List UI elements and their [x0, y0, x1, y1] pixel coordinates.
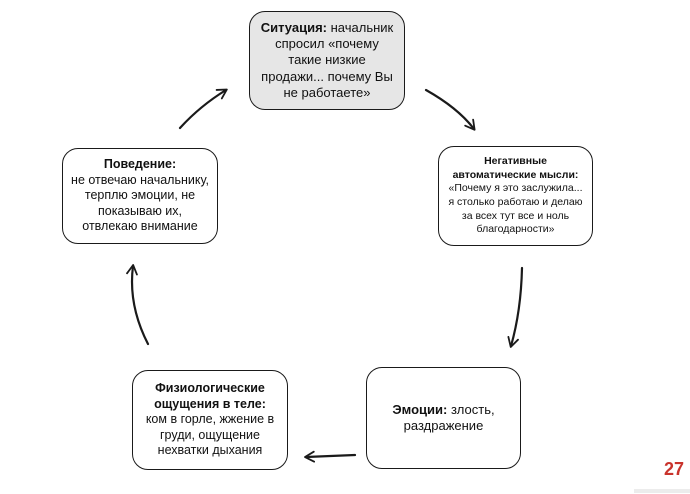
behavior-text: не отвечаю начальнику, терплю эмоции, не…: [71, 172, 209, 234]
footer-rule: [634, 489, 690, 493]
arrow-behavior-to-situation: [178, 88, 228, 130]
page-number: 27: [663, 459, 684, 479]
negative-thoughts-node: Негативные автоматические мысли:«Почему …: [438, 146, 593, 246]
behavior-node: Поведение:не отвечаю начальнику, терплю …: [62, 148, 218, 244]
emotions-node: Эмоции: злость, раздражение: [366, 367, 521, 469]
emotions-title: Эмоции:: [392, 401, 448, 417]
physiology-text: ком в горле, жжение в груди, ощущение не…: [145, 412, 275, 458]
physiology-title: Физиологические ощущения в теле:: [154, 380, 266, 411]
situation-title: Ситуация:: [260, 19, 327, 35]
physiology-node: Физиологические ощущения в теле:ком в го…: [132, 370, 288, 470]
arrow-emotions-to-physiology: [304, 450, 357, 463]
arrow-thoughts-to-emotions: [507, 266, 524, 348]
negative-thoughts-text: «Почему я это заслужила... я столько раб…: [448, 182, 583, 236]
arrow-situation-to-thoughts: [424, 88, 476, 131]
situation-node: Ситуация: начальник спросил «почему таки…: [249, 11, 405, 110]
negative-thoughts-title: Негативные автоматические мысли:: [452, 155, 579, 181]
arrow-physiology-to-behavior: [126, 264, 150, 346]
emotions-text: злость, раздражение: [403, 401, 495, 433]
behavior-title: Поведение:: [103, 156, 177, 171]
situation-text: начальник спросил «почему такие низкие п…: [261, 19, 394, 100]
